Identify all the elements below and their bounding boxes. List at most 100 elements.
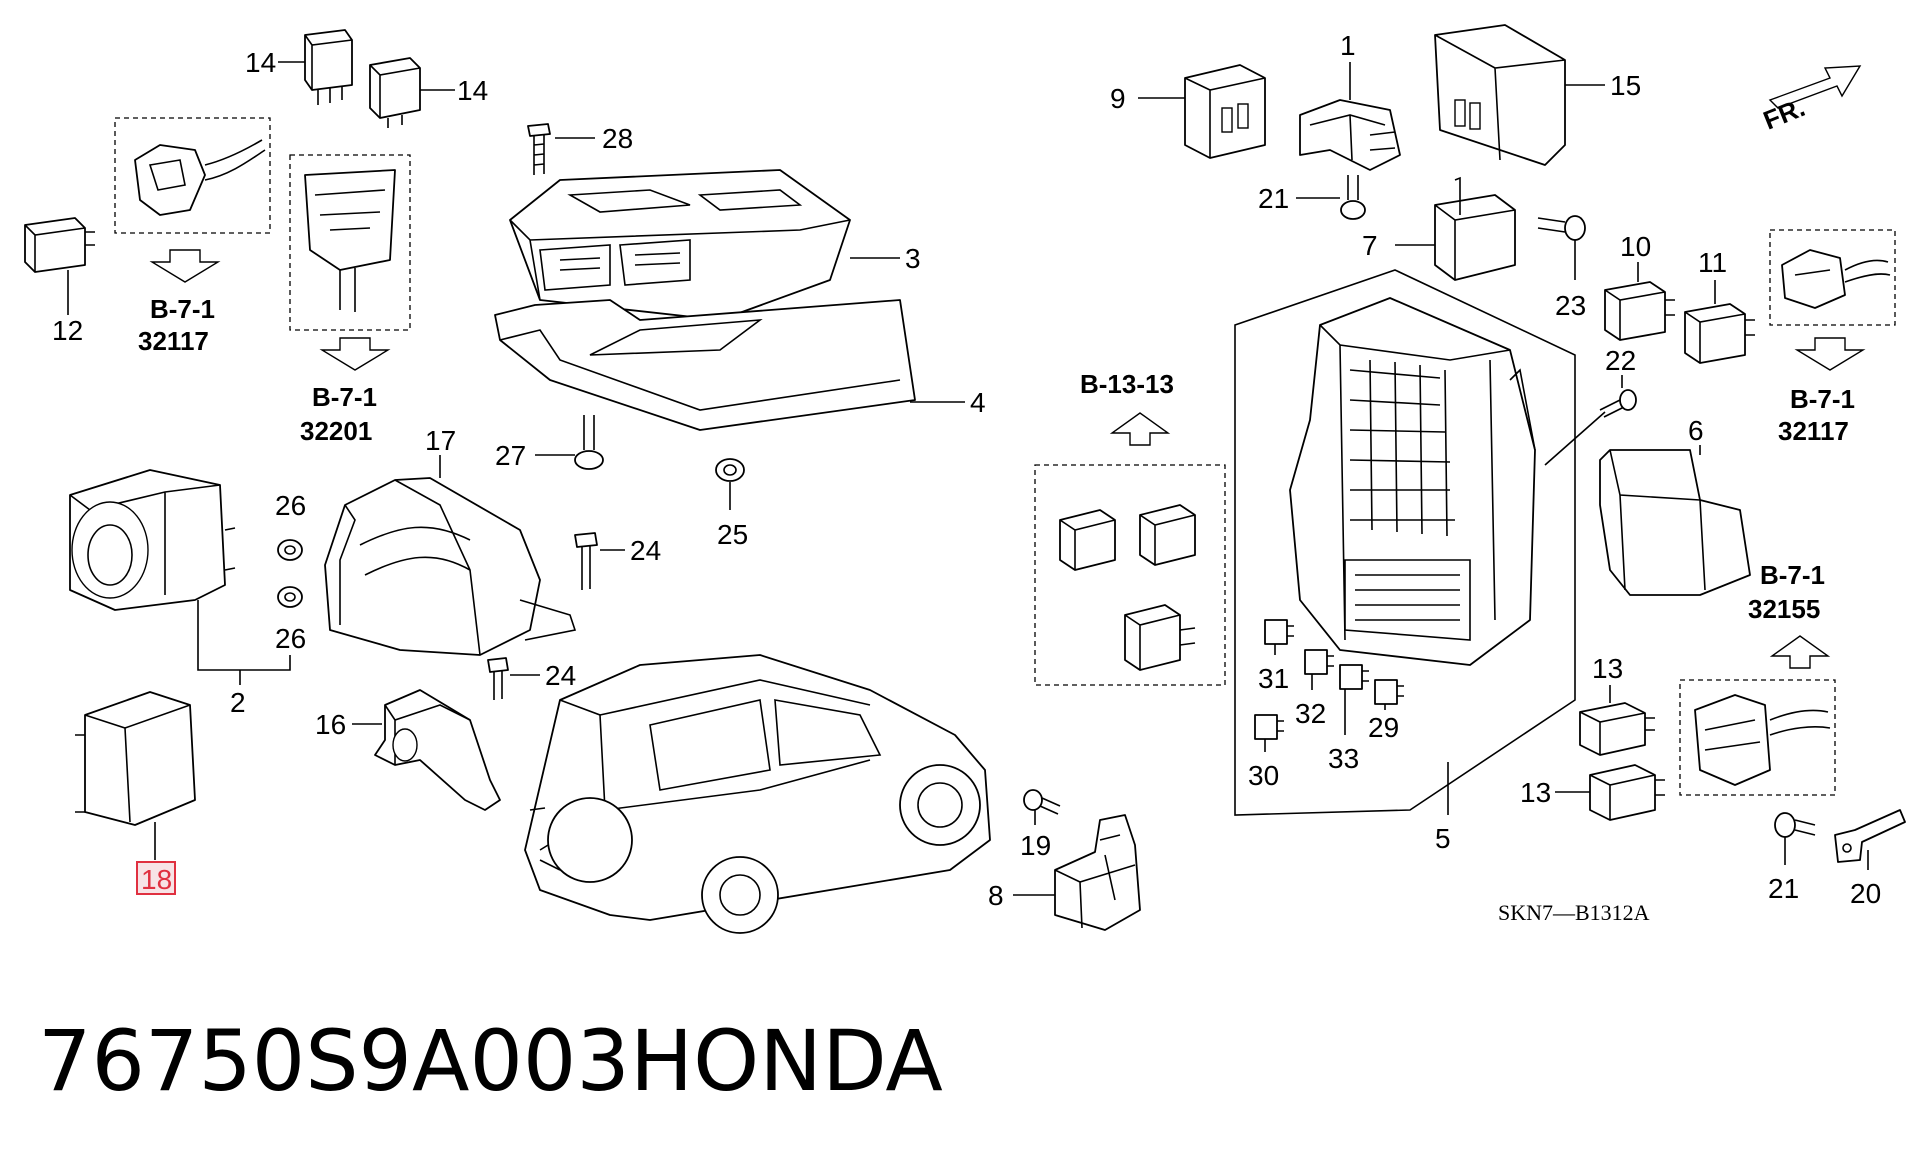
fuse-box-outline bbox=[1234, 269, 1576, 816]
ecu-3 bbox=[509, 169, 851, 321]
callout-13a: 13 bbox=[1592, 653, 1623, 684]
relay-group-box bbox=[1034, 464, 1226, 686]
callout-23: 23 bbox=[1555, 290, 1586, 321]
arrow-up-icon bbox=[1769, 635, 1831, 669]
relay-14-right bbox=[369, 57, 421, 128]
callout-1: 1 bbox=[1340, 30, 1356, 61]
callout-29: 29 bbox=[1368, 712, 1399, 743]
callout-31: 31 bbox=[1258, 663, 1289, 694]
bracket-6 bbox=[1599, 449, 1751, 596]
callout-22: 22 bbox=[1605, 345, 1636, 376]
unit-9 bbox=[1184, 64, 1266, 159]
callout-21a: 21 bbox=[1258, 183, 1289, 214]
connector-5 bbox=[1694, 694, 1831, 786]
ref-r2-section: B-7-1 bbox=[312, 382, 377, 412]
fuse-29 bbox=[1374, 679, 1404, 705]
callout-2: 2 bbox=[230, 687, 246, 718]
relay-13-lower bbox=[1589, 764, 1665, 821]
relay-group-b bbox=[1139, 504, 1196, 566]
module-15 bbox=[1434, 24, 1566, 166]
callout-3: 3 bbox=[905, 243, 921, 274]
relay-group-c bbox=[1124, 604, 1196, 671]
bracket-4 bbox=[494, 299, 916, 431]
bracket-20 bbox=[1834, 809, 1906, 863]
arrow-down-icon bbox=[1794, 337, 1866, 371]
ref-r1-number: 32117 bbox=[138, 326, 209, 356]
ref-r1-section: B-7-1 bbox=[150, 294, 215, 324]
bolt-27 bbox=[574, 415, 604, 470]
callout-18-highlight[interactable] bbox=[136, 861, 176, 895]
nut-26b bbox=[277, 586, 303, 608]
unit-8 bbox=[1054, 814, 1141, 931]
bolt-22 bbox=[1599, 389, 1637, 418]
callout-6: 6 bbox=[1688, 415, 1704, 446]
bracket-1 bbox=[1299, 99, 1401, 171]
relay-7 bbox=[1434, 176, 1516, 281]
ref-r2-number: 32201 bbox=[300, 416, 372, 446]
bolt-28 bbox=[527, 123, 551, 175]
cover-17 bbox=[324, 477, 577, 656]
arrow-up-icon bbox=[1109, 412, 1171, 446]
arrow-down-icon bbox=[149, 249, 221, 283]
fuse-30 bbox=[1254, 714, 1284, 740]
callout-10: 10 bbox=[1620, 231, 1651, 262]
relay-13-upper bbox=[1579, 702, 1655, 756]
connector-box-4 bbox=[1769, 229, 1896, 326]
relay-11 bbox=[1684, 303, 1755, 364]
diagram-code: SKN7—B1312A bbox=[1498, 900, 1650, 925]
ref-r3-section: B-13-13 bbox=[1080, 369, 1174, 399]
callout-4: 4 bbox=[970, 387, 986, 418]
bolt-23 bbox=[1537, 215, 1586, 241]
callout-24a: 24 bbox=[630, 535, 661, 566]
callout-9: 9 bbox=[1110, 83, 1126, 114]
ref-r5-number: 32155 bbox=[1748, 594, 1820, 624]
callout-30: 30 bbox=[1248, 760, 1279, 791]
callout-17: 17 bbox=[425, 425, 456, 456]
callout-8: 8 bbox=[988, 880, 1004, 911]
bolt-24b bbox=[487, 657, 509, 700]
sensor-16 bbox=[374, 689, 501, 811]
callout-11: 11 bbox=[1698, 247, 1727, 278]
part-number-title: 76750S9A003 bbox=[38, 1012, 630, 1110]
relay-12 bbox=[24, 217, 95, 273]
fuse-box-5 bbox=[1289, 297, 1536, 666]
callout-21b: 21 bbox=[1768, 873, 1799, 904]
bolt-19 bbox=[1023, 789, 1061, 815]
callout-27: 27 bbox=[495, 440, 526, 471]
fuse-32 bbox=[1304, 649, 1334, 675]
nut-26a bbox=[277, 539, 303, 561]
callout-26b: 26 bbox=[275, 623, 306, 654]
bolt-24a bbox=[574, 532, 598, 590]
nut-25 bbox=[715, 458, 745, 482]
callout-15: 15 bbox=[1610, 70, 1641, 101]
callout-24b: 24 bbox=[545, 660, 576, 691]
connector-4 bbox=[1781, 249, 1891, 309]
arrow-down-icon bbox=[319, 337, 391, 371]
callout-19: 19 bbox=[1020, 830, 1051, 861]
callout-12: 12 bbox=[52, 315, 83, 346]
relay-14-left bbox=[304, 29, 353, 105]
connector-1 bbox=[134, 139, 266, 216]
bolt-21b bbox=[1774, 812, 1816, 838]
ref-r4-section: B-7-1 bbox=[1790, 384, 1855, 414]
callout-33: 33 bbox=[1328, 743, 1359, 774]
callout-14b: 14 bbox=[457, 75, 488, 106]
vehicle-illustration bbox=[524, 654, 991, 934]
control-unit-18 bbox=[75, 691, 196, 826]
ref-r4-number: 32117 bbox=[1778, 416, 1849, 446]
brand-title: HONDA bbox=[630, 1012, 943, 1110]
siren-2 bbox=[69, 469, 236, 611]
front-arrow-icon bbox=[1768, 65, 1862, 109]
callout-26a: 26 bbox=[275, 490, 306, 521]
connector-2 bbox=[304, 169, 396, 312]
callout-18[interactable]: 18 bbox=[141, 864, 172, 895]
bolt-21a bbox=[1340, 175, 1366, 220]
callout-13b: 13 bbox=[1520, 777, 1551, 808]
callout-32: 32 bbox=[1295, 698, 1326, 729]
relay-group-a bbox=[1059, 509, 1116, 571]
ref-r5-section: B-7-1 bbox=[1760, 560, 1825, 590]
relay-10 bbox=[1604, 281, 1675, 341]
fuse-33 bbox=[1339, 664, 1369, 690]
